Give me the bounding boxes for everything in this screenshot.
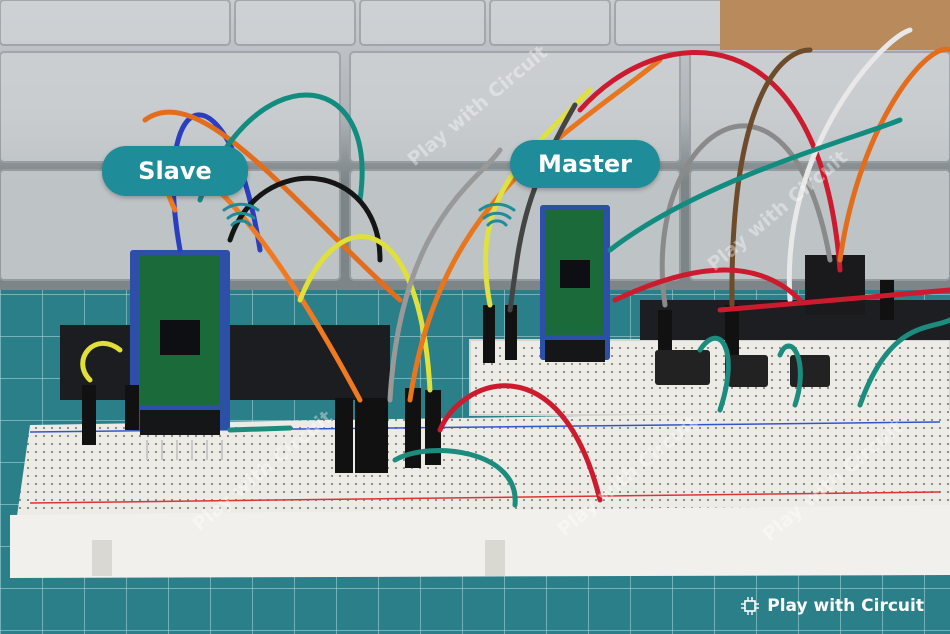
master-label: Master <box>510 140 660 188</box>
master-module <box>540 205 610 362</box>
slave-module <box>130 250 230 460</box>
wifi-icon <box>222 202 516 227</box>
brand-logo: Play with Circuit <box>741 596 924 616</box>
slave-label: Slave <box>102 146 248 196</box>
chip-icon <box>741 597 760 615</box>
brand-text: Play with Circuit <box>767 596 924 616</box>
